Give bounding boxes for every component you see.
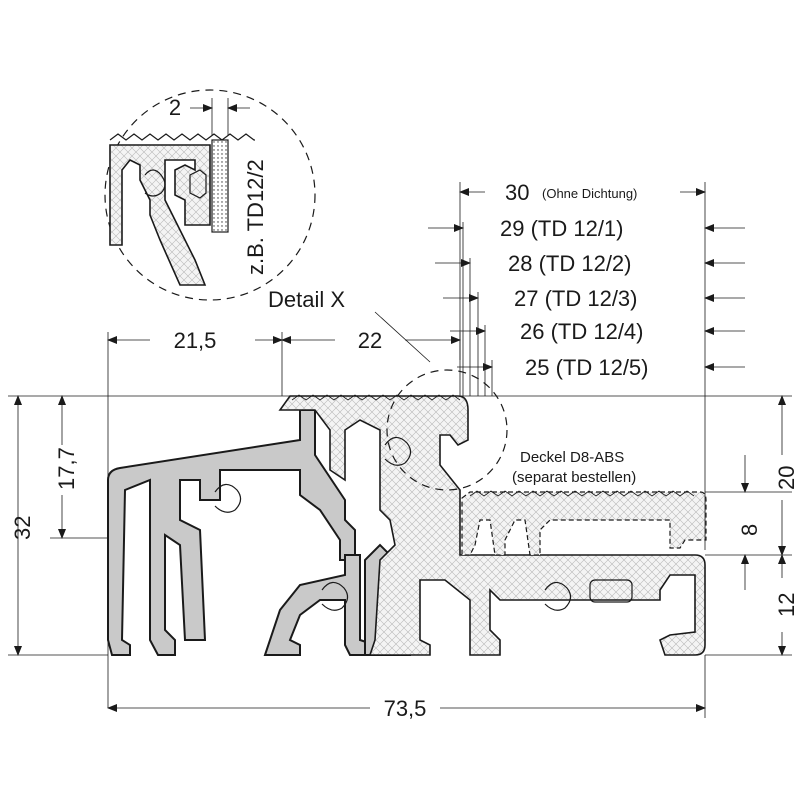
main-profile-dark-inner <box>263 554 376 656</box>
clip-top <box>384 436 412 466</box>
dim-17-7: 17,7 <box>54 447 79 490</box>
cover-d8-abs <box>461 491 707 556</box>
dim-12: 12 <box>774 593 799 617</box>
detail-serration <box>109 133 255 141</box>
detail-x-region <box>386 369 508 491</box>
dim-td1: 29 (TD 12/1) <box>500 216 624 241</box>
dim-td4: 26 (TD 12/4) <box>520 319 644 344</box>
dim-20: 20 <box>774 466 799 490</box>
dim-8: 8 <box>737 524 762 536</box>
td-dimensions: 29 (TD 12/1) 28 (TD 12/2) 27 (TD 12/3) 2… <box>428 216 745 396</box>
detail-x-circle <box>104 89 316 301</box>
clip-left <box>214 483 242 513</box>
main-profile-dark <box>107 409 356 656</box>
dim-73-5: 73,5 <box>384 696 427 721</box>
clip-center <box>321 581 349 611</box>
detail-x-view: 2 z.B. TD12/2 <box>104 89 316 301</box>
dim-30-note: (Ohne Dichtung) <box>542 186 637 201</box>
detail-x-label: Detail X <box>268 287 345 312</box>
detail-profile <box>109 144 211 286</box>
detail-seal-strip <box>211 139 229 233</box>
dim-22: 22 <box>358 328 382 353</box>
dim-td3: 27 (TD 12/3) <box>514 286 638 311</box>
cover-serration <box>469 490 695 497</box>
dim-td5: 25 (TD 12/5) <box>525 355 649 380</box>
main-serration <box>291 394 461 401</box>
dim-td2: 28 (TD 12/2) <box>508 251 632 276</box>
dim-32: 32 <box>10 516 35 540</box>
seal-example-label: z.B. TD12/2 <box>243 159 268 275</box>
clip-right <box>544 581 572 611</box>
detail-seal-clip <box>189 169 207 199</box>
detail-clip <box>144 169 166 197</box>
dim-30: 30 <box>505 180 529 205</box>
detail-x-leader <box>374 311 431 363</box>
slot-rect <box>589 579 633 603</box>
dim-21-5: 21,5 <box>174 328 217 353</box>
dim-detail-2: 2 <box>169 95 181 120</box>
cover-label: Deckel D8-ABS <box>520 449 624 466</box>
cover-note: (separat bestellen) <box>512 469 636 486</box>
